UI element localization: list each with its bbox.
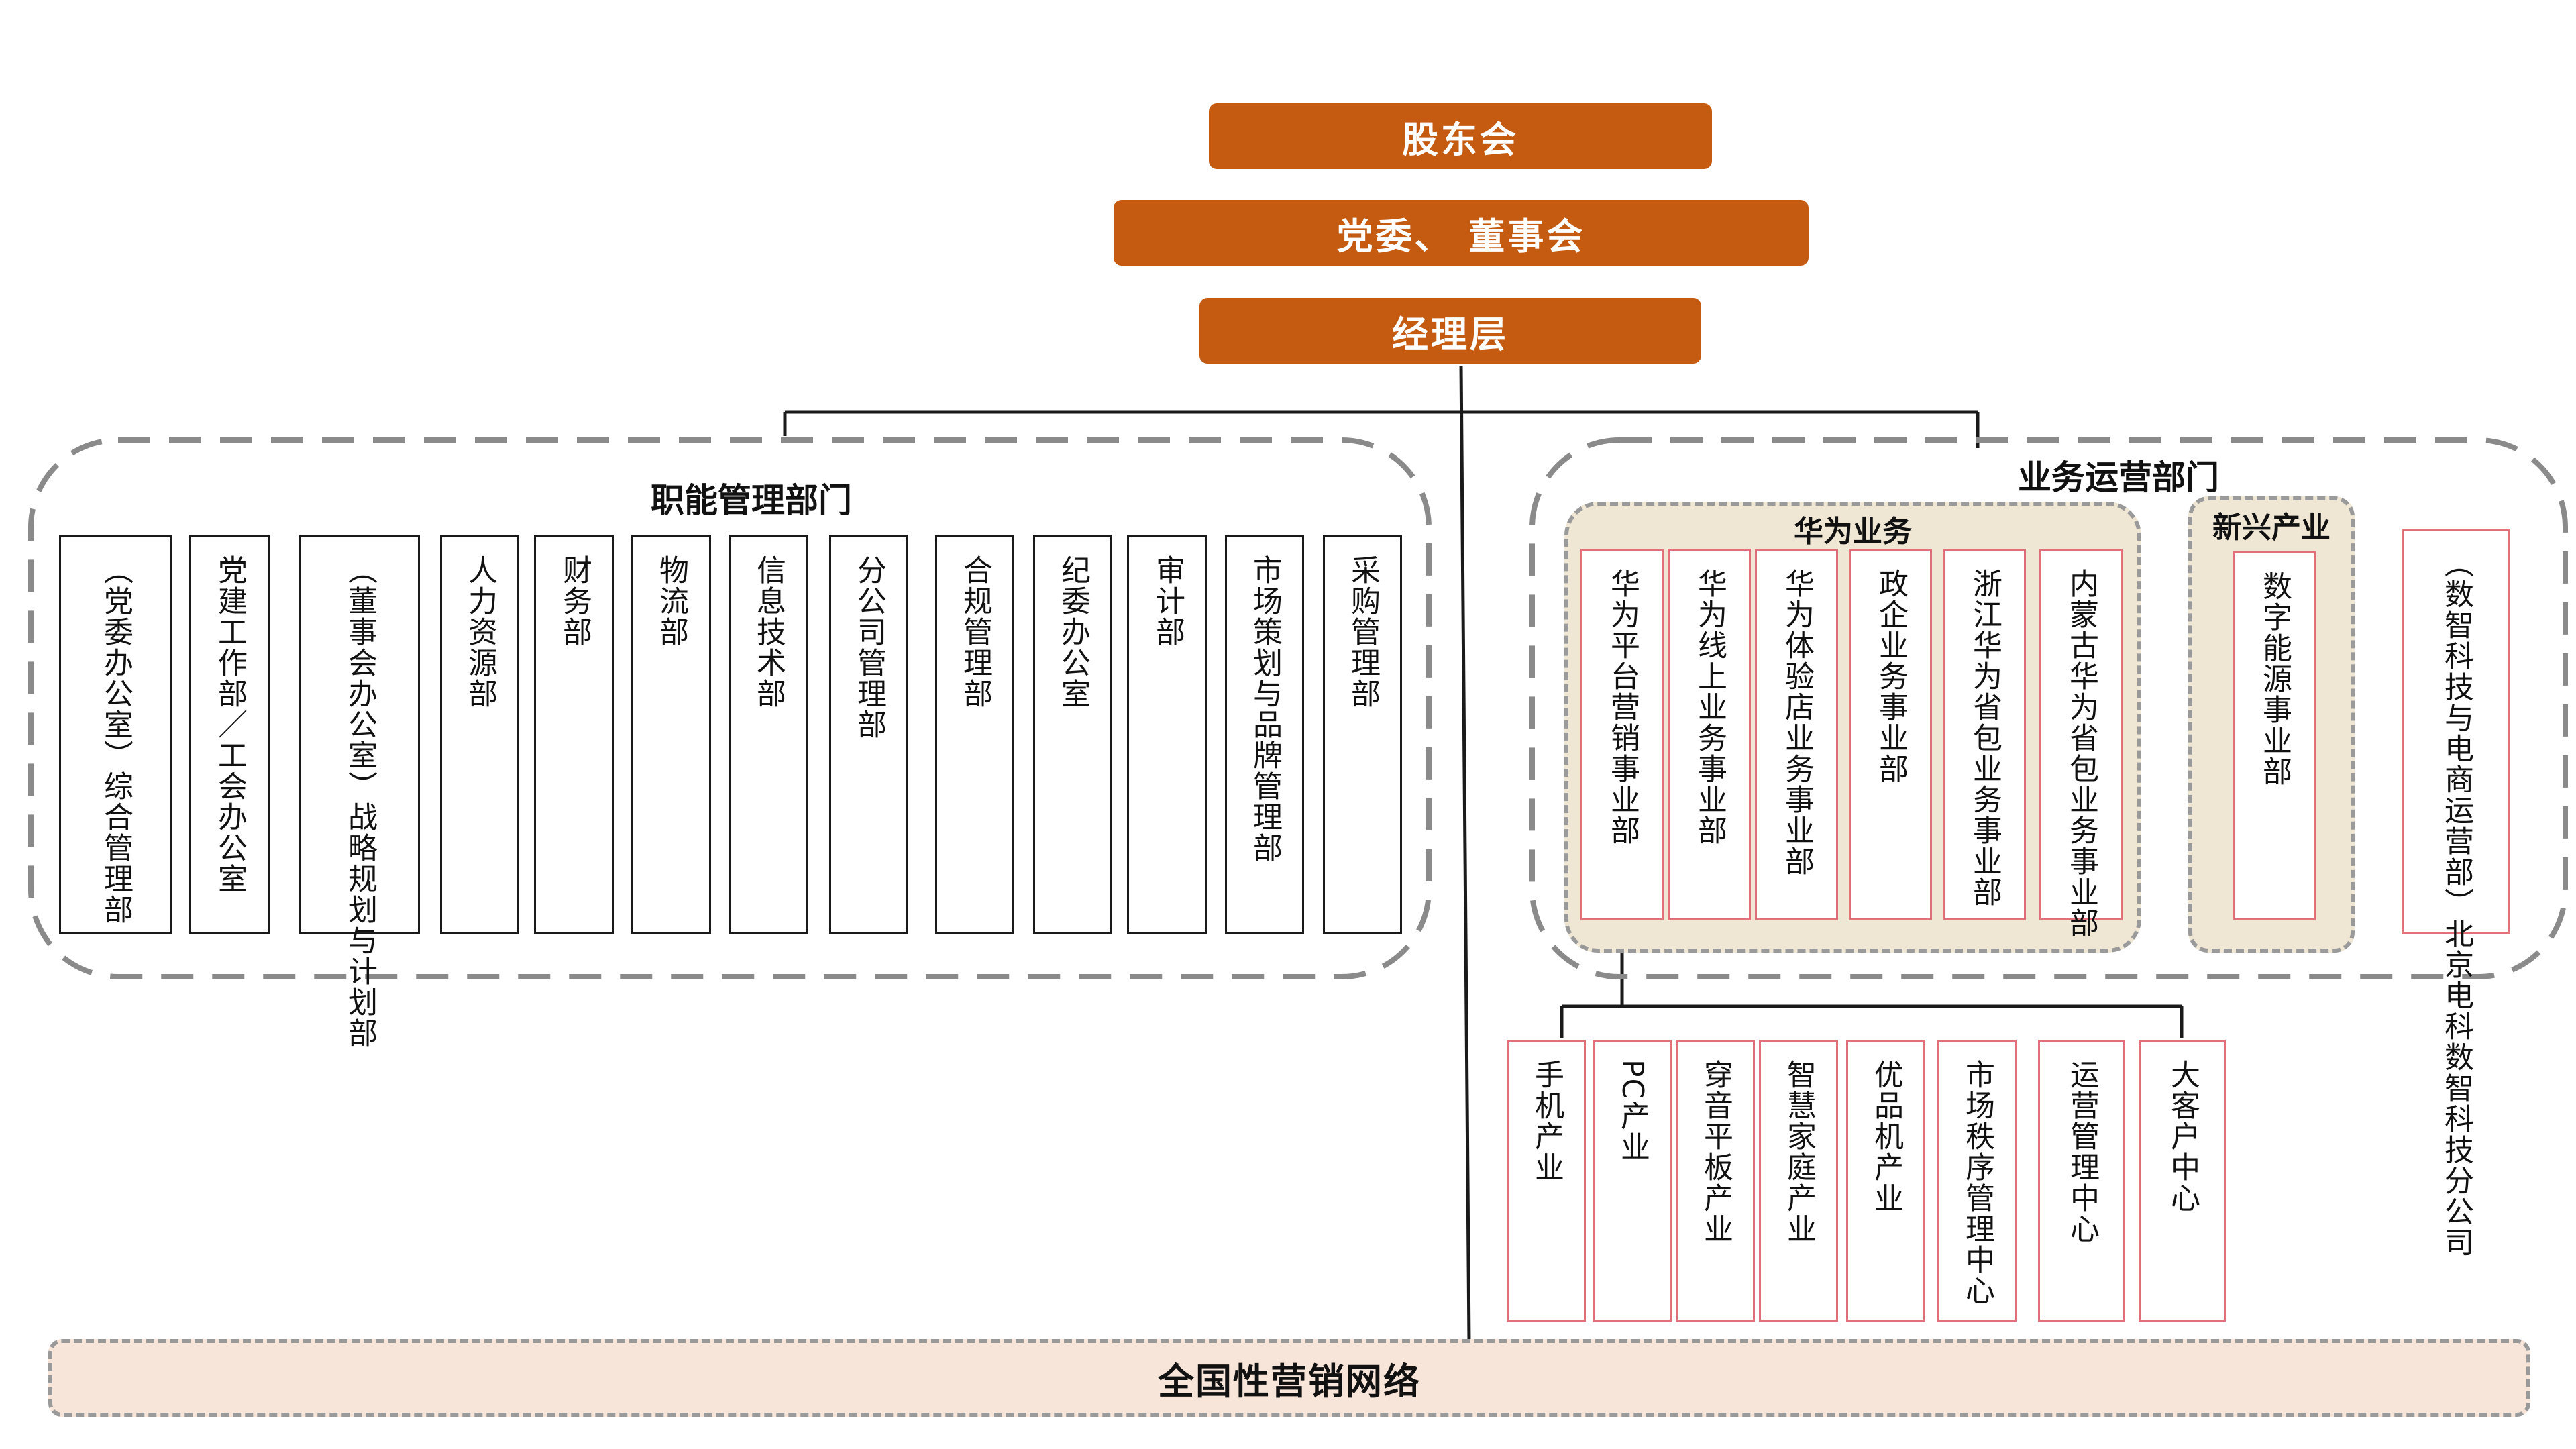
beijing-branch: （数智科技与电商运营部）北京电科数智科技分公司	[2402, 529, 2510, 1258]
platform-unit-label: 运营管理中心	[2065, 1059, 2099, 1244]
dept-label: 市场策划与品牌管理部	[1248, 555, 1282, 863]
dept-discipline: 纪委办公室	[1033, 535, 1112, 934]
business-group-border	[1529, 437, 2568, 979]
huawei-title: 华为业务	[1794, 515, 1912, 549]
dept-label: 物流部	[654, 555, 688, 647]
functional-title: 职能管理部门	[651, 481, 852, 520]
platform-unit-premium-devices: 优品机产业	[1846, 1040, 1925, 1322]
platform-unit-label: PC产业	[1615, 1059, 1650, 1163]
dept-hr: 人力资源部	[440, 535, 519, 934]
platform-unit-mobile: 手机产业	[1507, 1040, 1586, 1322]
huawei-unit-government-enterprise: 政企业务事业部	[1849, 549, 1932, 920]
dept-comprehensive: （党委办公室）综合管理部	[59, 535, 172, 934]
emerging-unit-digital-energy: 数字能源事业部	[2233, 551, 2316, 920]
management-box: 经理层	[1199, 298, 1701, 364]
platform-unit-smart-home: 智慧家庭产业	[1759, 1040, 1838, 1322]
platform-unit-market-order: 市场秩序管理中心	[1937, 1040, 2017, 1322]
huawei-unit-label: 华为平台营销事业部	[1605, 568, 1640, 846]
dept-audit: 审计部	[1127, 535, 1208, 934]
huawei-unit-label: 政企业务事业部	[1874, 568, 1908, 784]
shareholders-box: 股东会	[1209, 103, 1712, 169]
dept-marketing-brand: 市场策划与品牌管理部	[1225, 535, 1304, 934]
beijing-branch-label: （数智科技与电商运营部）北京电科数智科技分公司	[2439, 548, 2473, 1258]
huawei-unit-inner-mongolia: 内蒙古华为省包业务事业部	[2039, 549, 2123, 938]
dept-compliance: 合规管理部	[935, 535, 1014, 934]
platform-unit-key-accounts: 大客户中心	[2139, 1040, 2226, 1322]
dept-it: 信息技术部	[729, 535, 808, 934]
functional-group-border	[28, 437, 1432, 979]
dept-label: （董事会办公室）战略规划与计划部	[343, 555, 377, 1049]
dept-label: 采购管理部	[1346, 555, 1380, 709]
dept-label: 审计部	[1150, 555, 1185, 647]
shareholders-label: 股东会	[1402, 118, 1519, 161]
dept-label: 分公司管理部	[852, 555, 886, 740]
huawei-unit-online: 华为线上业务事业部	[1668, 549, 1751, 920]
management-label: 经理层	[1392, 313, 1509, 356]
dept-label: 人力资源部	[463, 555, 497, 709]
huawei-unit-zhejiang: 浙江华为省包业务事业部	[1943, 549, 2026, 920]
huawei-unit-label: 华为线上业务事业部	[1693, 568, 1727, 846]
board-label: 党委、 董事会	[1336, 215, 1586, 258]
platform-unit-label: 大客户中心	[2165, 1059, 2200, 1214]
dept-label: 党建工作部／工会办公室	[213, 555, 247, 894]
platform-unit-label: 市场秩序管理中心	[1960, 1059, 1994, 1306]
national-network-bar: 全国性营销网络	[48, 1339, 2530, 1417]
dept-finance: 财务部	[534, 535, 614, 934]
dept-label: 合规管理部	[958, 555, 992, 709]
dept-label: （党委办公室）综合管理部	[99, 555, 133, 925]
emerging-title: 新兴产业	[2212, 511, 2330, 545]
huawei-unit-label: 浙江华为省包业务事业部	[1968, 568, 2002, 908]
business-title: 业务运营部门	[2018, 458, 2219, 497]
platform-unit-label: 智慧家庭产业	[1782, 1059, 1816, 1244]
dept-party-building: 党建工作部／工会办公室	[189, 535, 270, 934]
platform-unit-label: 手机产业	[1529, 1059, 1564, 1183]
dept-logistics: 物流部	[631, 535, 711, 934]
board-box: 党委、 董事会	[1114, 200, 1809, 266]
huawei-unit-platform-marketing: 华为平台营销事业部	[1580, 549, 1664, 920]
emerging-unit-label: 数字能源事业部	[2257, 571, 2292, 787]
platform-unit-operations: 运营管理中心	[2038, 1040, 2125, 1322]
dept-procurement: 采购管理部	[1323, 535, 1402, 934]
huawei-unit-label: 内蒙古华为省包业务事业部	[2064, 568, 2098, 938]
dept-label: 财务部	[557, 555, 592, 647]
dept-label: 信息技术部	[751, 555, 786, 709]
huawei-unit-label: 华为体验店业务事业部	[1780, 568, 1814, 877]
platform-unit-label: 优品机产业	[1869, 1059, 1903, 1214]
dept-branch: 分公司管理部	[829, 535, 908, 934]
national-network-label: 全国性营销网络	[1158, 1360, 1421, 1403]
dept-strategy: （董事会办公室）战略规划与计划部	[299, 535, 420, 1049]
platform-unit-audio-tablet: 穿音平板产业	[1676, 1040, 1755, 1322]
platform-unit-label: 穿音平板产业	[1699, 1059, 1733, 1244]
platform-unit-pc: PC产业	[1593, 1040, 1672, 1322]
huawei-unit-experience-store: 华为体验店业务事业部	[1755, 549, 1838, 920]
dept-label: 纪委办公室	[1056, 555, 1090, 709]
